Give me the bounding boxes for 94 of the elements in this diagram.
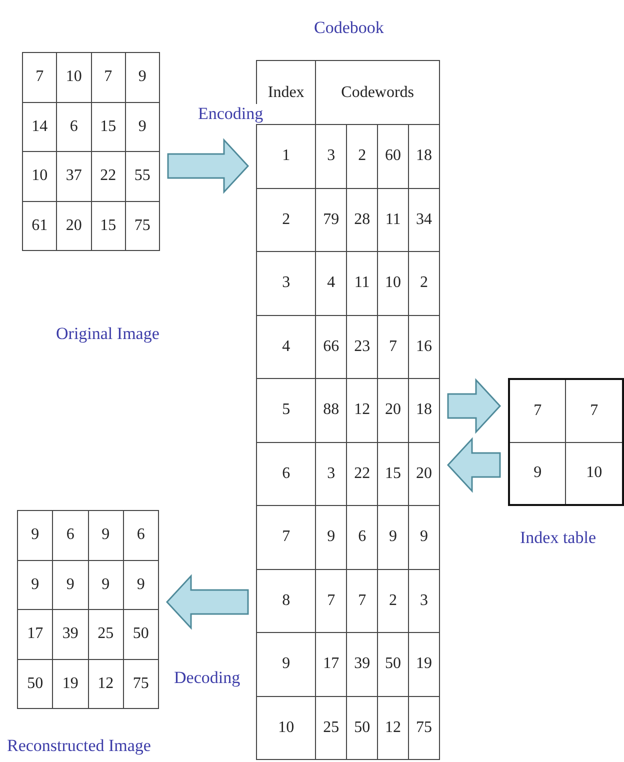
table-cell: 9 <box>125 102 160 152</box>
table-cell: 75 <box>123 659 158 708</box>
table-cell: 12 <box>88 659 124 708</box>
table-cell: 2 <box>408 252 440 315</box>
table-cell: 17 <box>18 610 53 659</box>
table-cell: 19 <box>408 632 440 696</box>
table-cell: 75 <box>408 696 440 760</box>
edge-label: Encoding <box>198 104 264 124</box>
table-cell: 8 <box>256 569 316 632</box>
table-cell: 11 <box>378 188 409 252</box>
table-cell: 12 <box>378 696 409 760</box>
table-cell: 37 <box>56 152 91 201</box>
table-cell: 3 <box>316 124 347 188</box>
table-cell: 18 <box>408 378 440 442</box>
table-cell: 6 <box>56 102 91 152</box>
table-cell: 7 <box>346 569 378 632</box>
table-cell: 9 <box>316 506 347 569</box>
table-cell: 9 <box>408 506 440 569</box>
table-cell: 2 <box>256 188 316 252</box>
table-cell: 9 <box>18 560 53 610</box>
table-cell: Codewords <box>316 60 440 124</box>
table-cell: 7 <box>22 52 57 102</box>
block-arrow <box>447 378 502 434</box>
table-cell: 39 <box>346 632 378 696</box>
table-cell: 2 <box>378 569 409 632</box>
table-cell: 10 <box>56 52 91 102</box>
table-cell: 4 <box>256 315 316 378</box>
table-cell: 15 <box>378 442 409 506</box>
table-cell: 17 <box>316 632 347 696</box>
table-cell: 79 <box>316 188 347 252</box>
table-caption: Codebook <box>314 18 384 38</box>
table-cell: 19 <box>52 659 88 708</box>
table-cell: 25 <box>88 610 124 659</box>
table-cell: 50 <box>18 659 53 708</box>
table-cell: 50 <box>346 696 378 760</box>
table-cell: 22 <box>346 442 378 506</box>
table-caption: Original Image <box>56 324 160 344</box>
table-cell: 20 <box>408 442 440 506</box>
table-cell: 9 <box>88 510 124 560</box>
table-cell: 6 <box>256 442 316 506</box>
table-cell: 16 <box>408 315 440 378</box>
table-cell: 39 <box>52 610 88 659</box>
table-cell: 6 <box>52 510 88 560</box>
table-cell: 9 <box>256 632 316 696</box>
table-cell: 3 <box>408 569 440 632</box>
table-cell: 6 <box>123 510 158 560</box>
table-cell: 7 <box>316 569 347 632</box>
table-cell: 23 <box>346 315 378 378</box>
table-cell: 9 <box>18 510 53 560</box>
table-cell: 61 <box>22 201 57 250</box>
table-cell: 28 <box>346 188 378 252</box>
table-cell: 11 <box>346 252 378 315</box>
table-cell: 60 <box>378 124 409 188</box>
table-cell: 7 <box>378 315 409 378</box>
table-cell: 4 <box>316 252 347 315</box>
table-cell: 3 <box>316 442 347 506</box>
table-cell: 9 <box>52 560 88 610</box>
table-cell: 50 <box>378 632 409 696</box>
table-cell: 7 <box>509 379 566 442</box>
block-arrow <box>166 574 249 630</box>
table-cell: 10 <box>22 152 57 201</box>
table-cell: 7 <box>91 52 126 102</box>
table-cell: 22 <box>91 152 126 201</box>
table-cell: 9 <box>123 560 158 610</box>
table-caption: Index table <box>520 528 596 548</box>
table-cell: 10 <box>378 252 409 315</box>
table-cell: 66 <box>316 315 347 378</box>
table-cell: 9 <box>88 560 124 610</box>
table-cell: 15 <box>91 201 126 250</box>
table-cell: 5 <box>256 378 316 442</box>
table-cell: 10 <box>256 696 316 760</box>
table-cell: 88 <box>316 378 347 442</box>
table-caption: Reconstructed Image <box>7 736 151 756</box>
block-arrow <box>167 138 250 194</box>
table-cell: 2 <box>346 124 378 188</box>
table-cell: 6 <box>346 506 378 569</box>
table-cell: 34 <box>408 188 440 252</box>
table-cell: 15 <box>91 102 126 152</box>
table-cell: 20 <box>56 201 91 250</box>
table-cell: 14 <box>22 102 57 152</box>
table-cell: 9 <box>125 52 160 102</box>
table-cell: 55 <box>125 152 160 201</box>
table-cell: 75 <box>125 201 160 250</box>
table-cell: 25 <box>316 696 347 760</box>
table-cell: 1 <box>256 124 316 188</box>
edge-label: Decoding <box>174 668 240 688</box>
table-cell: 12 <box>346 378 378 442</box>
table-cell: 7 <box>256 506 316 569</box>
table-cell: 9 <box>378 506 409 569</box>
table-cell: 20 <box>378 378 409 442</box>
table-cell: 50 <box>123 610 158 659</box>
table-cell: 3 <box>256 252 316 315</box>
block-arrow <box>446 437 501 493</box>
table-cell: 18 <box>408 124 440 188</box>
